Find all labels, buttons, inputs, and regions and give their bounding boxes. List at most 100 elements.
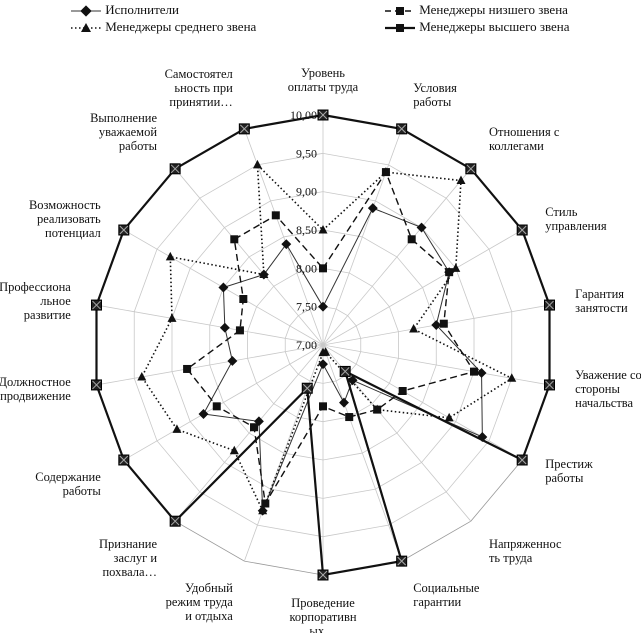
- legend-top-managers-swatch: [385, 24, 415, 33]
- legend-top-managers-label: Менеджеры высшего звена: [419, 19, 570, 34]
- series-0-point: [339, 397, 349, 408]
- grid-spoke: [322, 168, 472, 346]
- series-1-point: [470, 367, 479, 376]
- legend-middle-managers: Менеджеры среднего звена: [70, 19, 256, 35]
- series-2-point: [318, 347, 328, 357]
- series-3-point: [516, 454, 528, 466]
- series-1-point: [445, 268, 454, 277]
- series-1-point: [439, 319, 448, 328]
- series-1-point: [271, 211, 280, 220]
- tick-label: 9,00: [296, 185, 317, 199]
- legend-lower-managers-label: Менеджеры низшего звена: [419, 2, 568, 17]
- series-3-point: [118, 224, 130, 236]
- grid-spoke: [322, 229, 523, 346]
- legend-executors-label: Исполнители: [105, 2, 179, 17]
- grid-spoke: [322, 128, 403, 346]
- series-2-point: [444, 412, 454, 422]
- series-1-point: [230, 235, 239, 244]
- series-3-point: [169, 163, 181, 175]
- series-1-point: [319, 402, 327, 411]
- series-1-point: [345, 413, 354, 422]
- series-2-point: [259, 269, 269, 279]
- series-0-point: [218, 282, 229, 293]
- series-2-point: [409, 324, 419, 333]
- series-line-2: [140, 162, 514, 513]
- series-3-point: [544, 379, 556, 391]
- series-0-point: [347, 375, 358, 386]
- series-2-point: [456, 175, 466, 185]
- legend-lower-managers: Менеджеры низшего звена: [384, 2, 568, 18]
- grid-spoke: [174, 168, 324, 346]
- series-3-point: [317, 109, 329, 121]
- series-3-point: [516, 224, 528, 236]
- series-2-point: [229, 445, 239, 455]
- legend-lower-managers-swatch: [385, 7, 415, 16]
- series-2-point: [318, 225, 328, 234]
- grid-spoke: [322, 344, 403, 562]
- series-2-point: [172, 424, 182, 433]
- series-2-point: [451, 263, 461, 272]
- series-2-point: [252, 159, 262, 169]
- series-3-point: [118, 454, 130, 466]
- tick-label: 8,50: [296, 223, 317, 237]
- series-1-point: [239, 295, 248, 303]
- series-0-point: [219, 322, 230, 333]
- legend-executors-swatch: [71, 5, 101, 17]
- series-1-point: [398, 387, 407, 395]
- grid-spoke: [96, 344, 324, 386]
- series-3-point: [90, 299, 102, 311]
- series-0-point: [198, 409, 209, 419]
- series-3-point: [544, 299, 556, 311]
- series-1-point: [212, 402, 221, 411]
- series-0-point: [477, 432, 488, 442]
- series-3-point: [169, 515, 181, 527]
- series-0-point: [476, 368, 487, 378]
- series-3-point: [339, 365, 351, 377]
- series-1-point: [250, 423, 259, 432]
- series-2-point: [381, 167, 391, 176]
- series-3-point: [396, 555, 408, 567]
- series-3-point: [465, 163, 477, 175]
- series-line-0: [202, 207, 483, 511]
- series-2-point: [372, 404, 382, 414]
- tick-label: 8,00: [296, 261, 317, 275]
- legend-top-managers: Менеджеры высшего звена: [384, 19, 570, 35]
- series-0-point: [318, 301, 328, 312]
- tick-label: 7,00: [296, 338, 317, 352]
- series-3-point: [317, 569, 329, 581]
- grid-spoke: [96, 304, 324, 346]
- series-3-point: [396, 123, 408, 135]
- series-0-point: [367, 203, 378, 214]
- grid-spoke: [123, 344, 324, 461]
- series-1-point: [183, 364, 192, 373]
- series-0-point: [281, 239, 292, 250]
- grid-spoke: [174, 344, 324, 522]
- series-2-point: [258, 505, 268, 515]
- series-3-point: [301, 382, 313, 394]
- series-2-point: [137, 371, 147, 381]
- series-1-point: [319, 264, 327, 273]
- series-3-point: [238, 123, 250, 135]
- series-0-point: [416, 222, 427, 233]
- series-2-point: [507, 373, 517, 382]
- series-3-point: [90, 379, 102, 391]
- series-1-point: [407, 235, 416, 244]
- grid-spoke: [322, 344, 523, 461]
